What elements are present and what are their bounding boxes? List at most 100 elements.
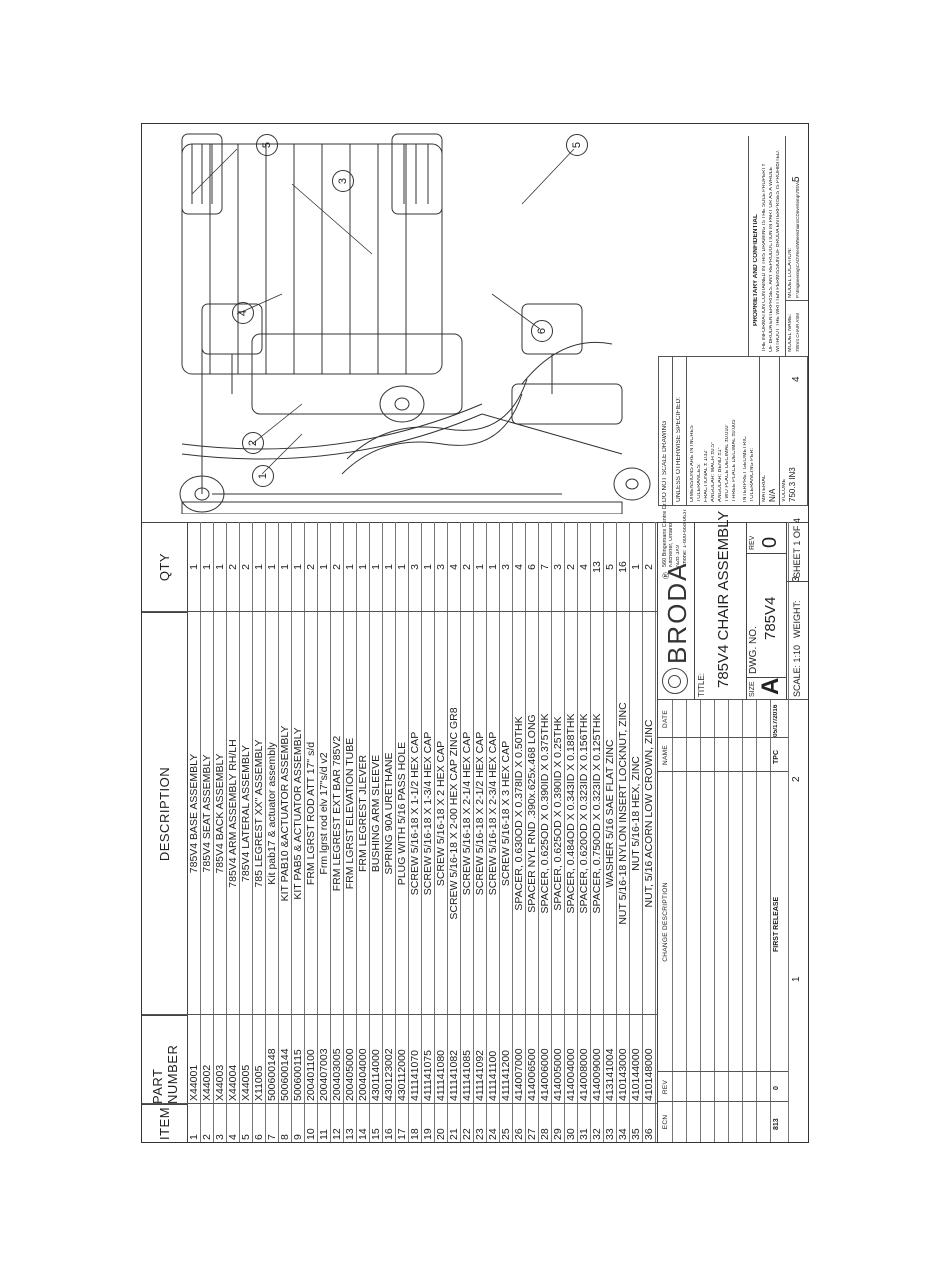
bom-item: 35	[630, 1128, 642, 1140]
unless-specified: UNLESS OTHERWISE SPECIFIED:	[676, 397, 682, 502]
bom-part-number: 411141200	[500, 1050, 512, 1101]
bom-qty: 1	[214, 564, 226, 570]
model-name-label: MODEL NAME:	[788, 313, 793, 352]
interpret-1: INTERPRET GEOMETRIC	[743, 436, 748, 502]
zone-5: 5	[792, 176, 802, 182]
bom-qty: 1	[370, 564, 382, 570]
bom-qty: 1	[318, 564, 330, 570]
bom-qty: 3	[552, 564, 564, 570]
back-slats	[181, 143, 443, 375]
rev-header-ecn: ECN	[661, 1114, 669, 1130]
bom-description: SPACER NYL RND .390x.625x.468 LONG	[526, 714, 538, 913]
bom-description: 785V4 ARM ASSEMBLY RH/LH	[227, 739, 239, 888]
rev-header-name: NAME	[661, 745, 669, 765]
rev-header-rev: REV	[661, 1079, 669, 1095]
bom-part-number: X44002	[201, 1064, 213, 1101]
bom-header-item: ITEM	[142, 1104, 188, 1142]
tol-line-7: THREE PLACE DECIMAL ±0.005"	[732, 417, 737, 502]
bom-qty: 2	[331, 564, 343, 570]
bom-item: 28	[539, 1128, 551, 1140]
bom-item: 14	[357, 1128, 369, 1140]
rev-ecn: 813	[773, 1118, 780, 1130]
bom-item: 17	[396, 1128, 408, 1140]
bom-part-number: 500600148	[266, 1048, 278, 1101]
bom-part-number: 411141100	[487, 1050, 499, 1101]
bom-part-number: 410144000	[630, 1048, 642, 1101]
bom-item: 23	[474, 1128, 486, 1140]
bom-part-number: 411141092	[474, 1050, 486, 1101]
revision-block: ECN REV CHANGE DESCRIPTION NAME DATE 813…	[658, 502, 808, 1142]
bom-part-number: 200404000	[357, 1048, 369, 1101]
bom-description: NUT 5/16-18 NYLON INSERT LOCKNUT, ZINC	[617, 702, 629, 925]
rev-header-date: DATE	[661, 709, 669, 729]
bom-qty: 1	[201, 564, 213, 570]
bom-qty: 7	[539, 564, 551, 570]
bom-item: 21	[448, 1128, 460, 1140]
bom-description: SCREW 5/16-18 X 3 HEX CAP	[500, 740, 512, 887]
bom-qty: 16	[617, 561, 629, 573]
address-line-4: Phone: 1-800-668-0637	[683, 508, 688, 567]
volume-value: 750.3 IN3	[789, 467, 797, 502]
bom-item: 5	[240, 1134, 252, 1140]
bom-description: FRM LEGREST JLEVER	[357, 754, 369, 873]
weight: WEIGHT:	[793, 600, 802, 639]
bom-description: NUT, 5/16 ACORN LOW CROWN, ZINC	[643, 719, 655, 908]
address-line-1: 560 Bingemans Centre Dr.	[662, 502, 668, 567]
bom-item: 19	[422, 1128, 434, 1140]
bom-description: SPRING 90A URETHANE	[383, 752, 395, 875]
rev-name: TPC	[773, 750, 780, 764]
bom-part-number: 410143000	[617, 1048, 629, 1101]
callout-6: 6	[531, 320, 553, 342]
proprietary-title: PROPRIETARY AND CONFIDENTIAL	[753, 214, 759, 326]
bom-item: 24	[487, 1128, 499, 1140]
bom-description: 785V4 LATERAL ASSEMBLY	[240, 745, 252, 882]
bom-item: 9	[292, 1134, 304, 1140]
bom-header-part-number: PART NUMBER	[142, 1015, 188, 1104]
bom-description: 785V4 BASE ASSEMBLY	[188, 753, 200, 874]
bom-item: 31	[578, 1128, 590, 1140]
address-line-2: Kitchener, Ontario	[669, 522, 674, 567]
bom-part-number: X44004	[227, 1064, 239, 1101]
bom-description: Frm lgrst rod elv 17"s/d v2	[318, 752, 330, 875]
bom-description: SPACER, 0.630OD X 0.378ID X 0.50THK	[513, 716, 525, 911]
bom-item: 32	[591, 1128, 603, 1140]
bom-description: SPACER, 0.625OD X 0.390ID X 0.25THK	[552, 716, 564, 911]
bom-qty: 1	[188, 564, 200, 570]
bom-part-number: 200405000	[344, 1048, 356, 1101]
proprietary-line-1: THE INFORMATION CONTAINED IN THIS DRAWIN…	[762, 163, 767, 352]
bom-part-number: 200403005	[331, 1048, 343, 1101]
bom-item: 10	[305, 1128, 317, 1140]
bom-description: SPACER, 0.625OD X 0.390ID X 0.375THK	[539, 713, 551, 914]
bom-item: 7	[266, 1134, 278, 1140]
model-location-value: P:\Engineering\CAD\Files\Wheelchairs\CDr…	[796, 180, 800, 298]
callout-1: 1	[252, 465, 274, 487]
broda-logo-icon	[662, 668, 688, 694]
bom-qty: 13	[591, 561, 603, 573]
do-not-scale: DO NOT SCALE DRAWING	[662, 420, 668, 502]
dwg-no-label: DWG. NO.	[749, 626, 759, 674]
material-value: N/A	[769, 488, 777, 502]
bom-qty: 2	[565, 564, 577, 570]
callout-4: 4	[232, 302, 254, 324]
bom-qty: 3	[500, 564, 512, 570]
bom-qty: 1	[422, 564, 434, 570]
rev-date: 05/17/2016	[773, 704, 779, 737]
callout-5a: 5	[256, 134, 278, 156]
callout-3: 3	[332, 170, 354, 192]
zone-2: 2	[792, 776, 802, 782]
bom-part-number: 411141085	[461, 1050, 473, 1101]
bom-item: 20	[435, 1128, 447, 1140]
seat-frame	[181, 314, 562, 495]
